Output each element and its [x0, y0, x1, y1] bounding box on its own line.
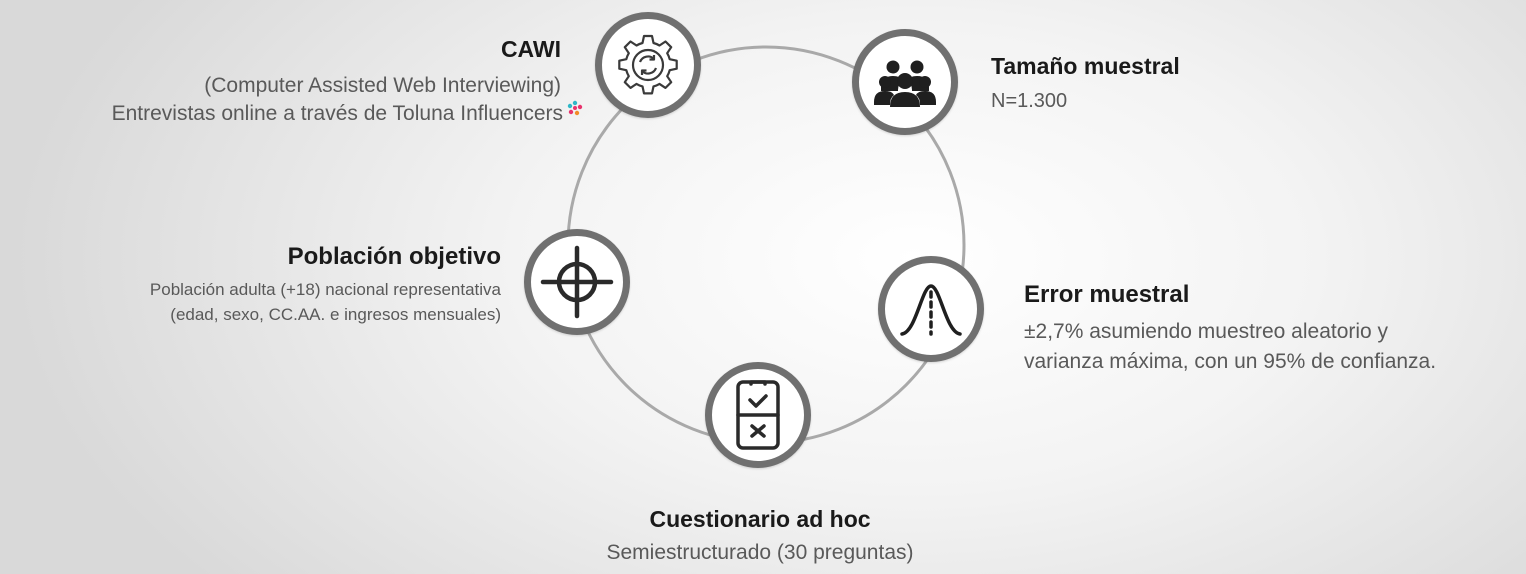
cuestionario-desc: Semiestructurado (30 preguntas)	[606, 541, 914, 564]
error-node	[878, 256, 984, 362]
tamano-label: Tamaño muestral N=1.300	[991, 51, 1180, 115]
clipboard-check-icon	[736, 380, 780, 450]
error-desc-2: varianza máxima, con un 95% de confianza…	[1024, 350, 1437, 373]
tamano-node	[852, 29, 958, 135]
cawi-title: CAWI	[500, 36, 561, 62]
cawi-node	[595, 12, 701, 118]
tamano-desc: N=1.300	[991, 90, 1068, 112]
cuestionario-node	[705, 362, 811, 468]
poblacion-node	[524, 229, 630, 335]
cawi-desc-1: (Computer Assisted Web Interviewing)	[204, 74, 561, 97]
error-title: Error muestral	[1024, 281, 1190, 308]
poblacion-desc-2: (edad, sexo, CC.AA. e ingresos mensuales…	[170, 305, 501, 324]
cawi-label: CAWI (Computer Assisted Web Interviewing…	[112, 34, 583, 128]
cawi-desc-2: Entrevistas online a través de Toluna In…	[112, 100, 583, 128]
tamano-title: Tamaño muestral	[991, 53, 1180, 79]
cawi-desc-2-text: Entrevistas online a través de Toluna In…	[111, 102, 563, 125]
cuestionario-title: Cuestionario ad hoc	[649, 506, 871, 532]
poblacion-title: Población objetivo	[287, 243, 501, 270]
crosshair-target-icon	[540, 245, 614, 319]
bell-curve-icon	[900, 284, 962, 336]
poblacion-desc-1: Población adulta (+18) nacional represen…	[149, 280, 501, 299]
error-desc-1: ±2,7% asumiendo muestreo aleatorio y	[1024, 320, 1389, 343]
poblacion-label: Población objetivo Población adulta (+18…	[150, 241, 501, 327]
cuestionario-label: Cuestionario ad hoc Semiestructurado (30…	[560, 504, 960, 568]
people-group-icon	[874, 60, 936, 107]
error-label: Error muestral ±2,7% asumiendo muestreo …	[1024, 279, 1436, 377]
toluna-logo-icon	[567, 101, 583, 116]
gear-refresh-icon	[618, 34, 678, 95]
